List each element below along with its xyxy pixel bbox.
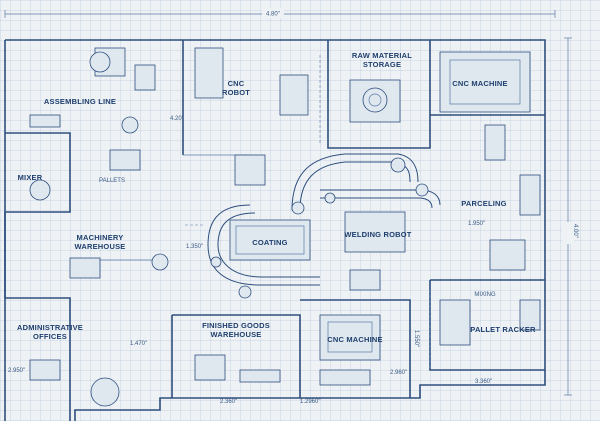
label-pallet-racker: PALLET RACKER — [470, 325, 536, 334]
dim-2360: 2.360" — [220, 399, 237, 405]
dimension-annotations: 4.20" 1.350" 1.950" 1.470" 2.950" 2.360"… — [8, 116, 492, 405]
conveyor-loop — [207, 153, 441, 299]
dim-3360: 3.360" — [475, 379, 492, 385]
label-mixer: MIXER — [18, 173, 43, 182]
label-mixing: MIXING — [474, 292, 496, 298]
dim-top: 4.80" — [266, 12, 280, 18]
dim-right: 4.00" — [572, 224, 578, 238]
dimension-lines: 4.80" 4.00" — [4, 8, 578, 396]
label-assembling-line: ASSEMBLING LINE — [44, 97, 116, 106]
dim-1950: 1.950" — [468, 221, 485, 227]
dim-1550: 1.550" — [413, 330, 419, 347]
dim-2950: 2.950" — [8, 368, 25, 374]
label-cnc-machine-bottom: CNC MACHINE — [327, 335, 383, 344]
dim-12960: 1.2960" — [300, 399, 320, 405]
label-welding-robot: WELDING ROBOT — [344, 230, 411, 239]
label-pallets: PALLETS — [99, 178, 125, 184]
label-coating: COATING — [252, 238, 287, 247]
equipment — [29, 47, 541, 407]
label-cnc-machine-top: CNC MACHINE — [452, 79, 508, 88]
dim-420: 4.20" — [170, 116, 184, 122]
dim-1350: 1.350" — [186, 244, 203, 250]
dim-1470: 1.470" — [130, 341, 147, 347]
dim-2960: 2.960" — [390, 370, 407, 376]
label-parcelling: PARCELING — [461, 199, 506, 208]
